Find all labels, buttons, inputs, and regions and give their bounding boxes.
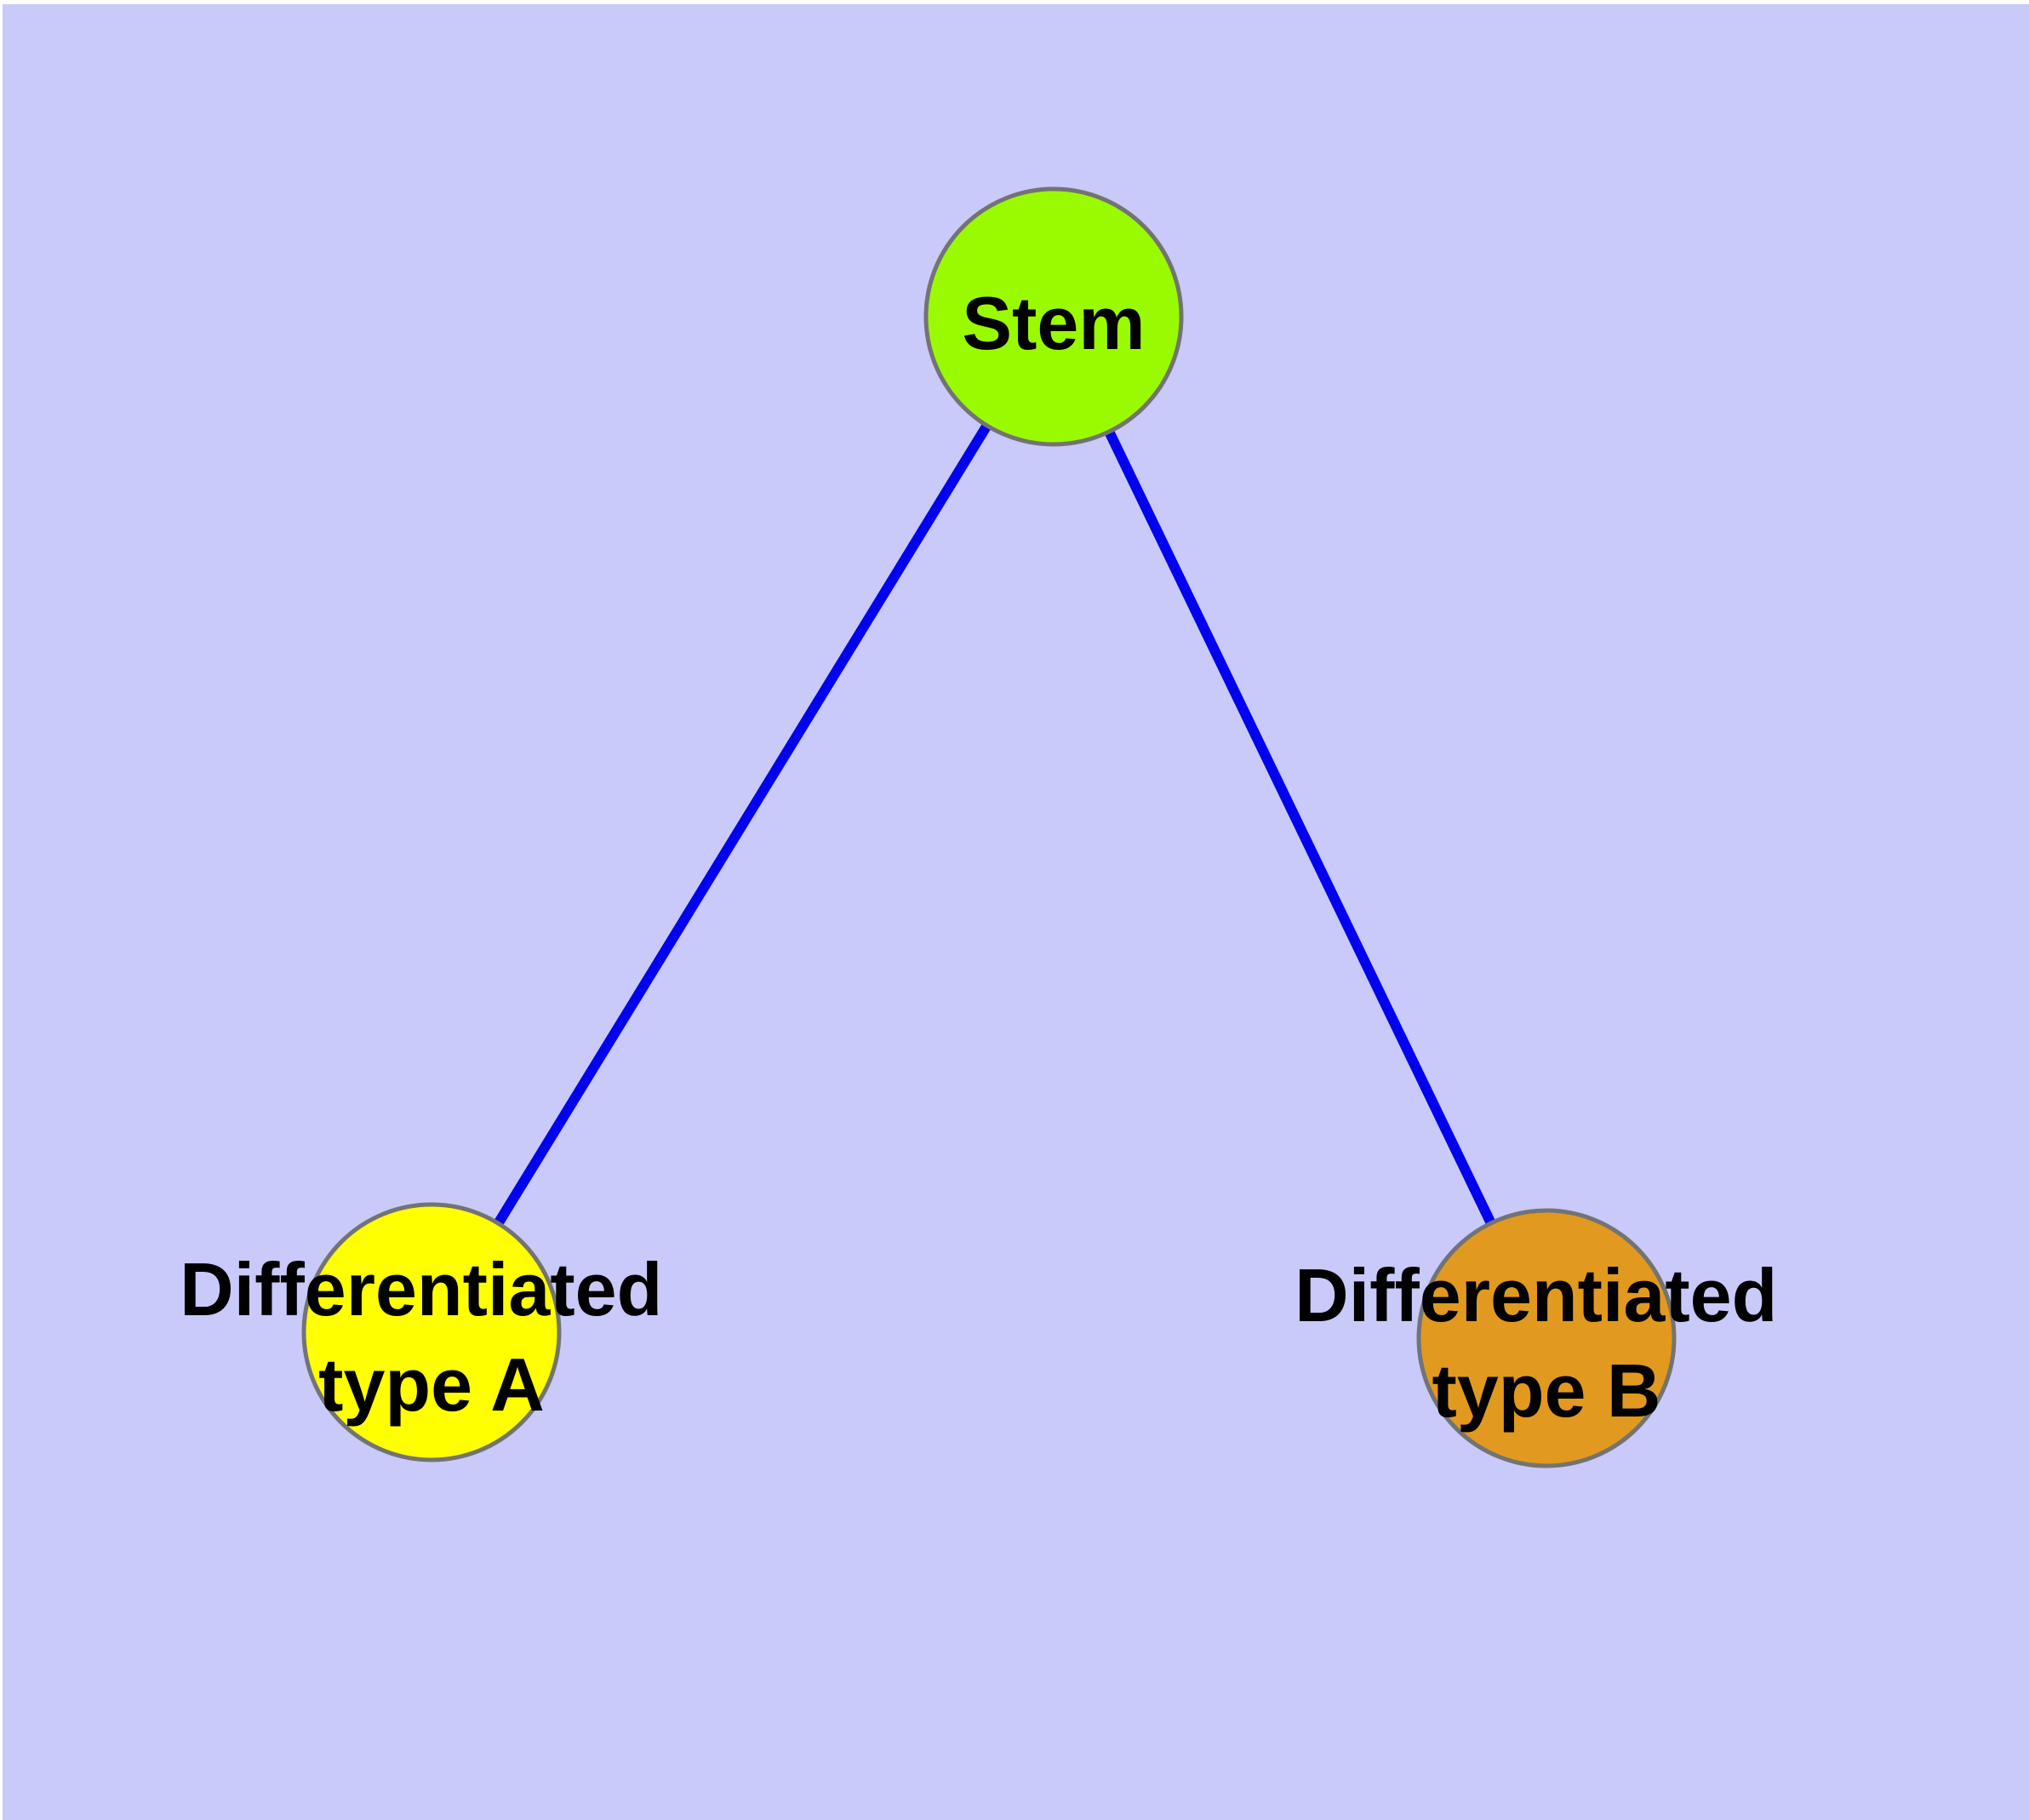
edge-stem-to-type-a	[426, 313, 1059, 1336]
node-stem-circle	[923, 186, 1184, 447]
node-type-b-label-line2: type B	[1432, 1348, 1661, 1433]
node-type-b-label: Differentiated type B	[1295, 1253, 1798, 1433]
node-type-a-label-line1: Differentiated	[180, 1247, 662, 1331]
edge-stem-to-type-b	[1049, 314, 1552, 1341]
node-type-a-circle	[301, 1202, 562, 1462]
node-type-b-circle	[1416, 1208, 1677, 1468]
node-type-b-label-line1: Differentiated	[1295, 1253, 1777, 1337]
edge-group	[426, 313, 1552, 1341]
node-stem-label: Stem	[962, 281, 1145, 365]
node-type-a-label-line2: type A	[318, 1342, 545, 1427]
node-type-a-label: Differentiated type A	[180, 1247, 683, 1427]
node-group	[301, 186, 1677, 1468]
